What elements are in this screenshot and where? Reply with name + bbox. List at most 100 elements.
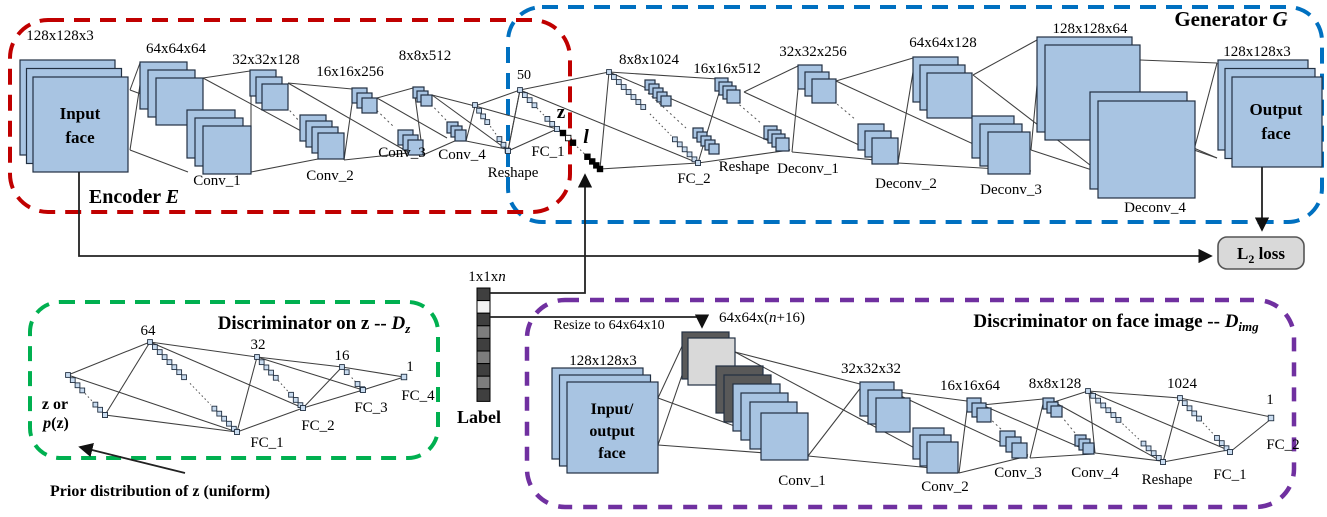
connection-line (129, 149, 189, 173)
l-vector-label: l (583, 126, 589, 148)
connection-line (302, 389, 364, 409)
generator-deconv1-upper-stack (797, 64, 837, 104)
node-square (686, 151, 693, 158)
dimg-reshape-vector (1085, 388, 1166, 465)
connection-line (897, 59, 916, 164)
layer-box (454, 129, 467, 142)
dimg-conv2-lower-stack (912, 427, 959, 474)
generator-1024-vector (606, 69, 701, 166)
generator-deconv2-lower-stack (971, 115, 1031, 175)
node-square (161, 354, 168, 360)
encoder-box (8, 18, 572, 214)
generator-title: Generator G (1174, 7, 1287, 31)
connection-line (599, 71, 610, 170)
node-square (500, 141, 507, 148)
dimg-conv4-lower-stack (1074, 434, 1095, 455)
dz-fc3-label: FC_3 (354, 400, 387, 416)
dz-input-label-line1: z or (42, 396, 68, 413)
dimg-resize-label: Resize to 64x64x10 (553, 318, 664, 333)
node-square (221, 415, 227, 422)
node-square (343, 369, 350, 376)
generator-output-face-stack (1217, 59, 1323, 168)
generator-deconv4-label: Deconv_4 (1124, 200, 1186, 216)
layer-box (361, 97, 378, 114)
dimg-1024-vector (1177, 395, 1233, 455)
connection-line (302, 366, 343, 409)
node-square (176, 369, 183, 376)
node-square (691, 156, 698, 163)
node-square (625, 89, 632, 95)
dimg-concat-dim-label: 64x64x(n+16) (719, 310, 805, 326)
node-square (74, 382, 81, 389)
connection-line (422, 139, 458, 156)
encoder-conv3-upper-stack (351, 87, 378, 114)
node-square (526, 97, 533, 104)
generator-deconv3-dim-label: 128x128x64 (1053, 21, 1129, 37)
label-cell (476, 312, 491, 327)
label-cell (476, 300, 491, 314)
connection-line (149, 341, 258, 358)
node-square (268, 369, 274, 376)
connection-line (236, 356, 258, 433)
z-dim-label: 50 (517, 68, 531, 83)
node-square (288, 391, 294, 398)
node-square (1196, 415, 1202, 422)
layer-box (926, 72, 973, 119)
layer-box (871, 137, 899, 165)
encoder-conv4-lower-stack (446, 121, 467, 142)
connection-line (958, 455, 1029, 474)
dotted-line (351, 377, 358, 384)
layer-box (987, 131, 1031, 175)
node-square (1150, 450, 1157, 457)
label-label: Label (457, 407, 501, 427)
encoder-z-vector (517, 87, 560, 132)
node-square (517, 87, 523, 93)
node-square (1214, 435, 1220, 441)
dimg-conv4-label: Conv_4 (1071, 465, 1119, 481)
connection-line (889, 390, 968, 402)
layer-box (811, 78, 837, 104)
connection-line (1179, 397, 1272, 418)
encoder-conv2-lower-stack (299, 114, 345, 160)
dz-input-label-line2: p(z) (41, 415, 69, 432)
node-square (354, 381, 361, 387)
prior-distribution-label: Prior distribution of z (uniform) (50, 483, 270, 500)
connection-line (474, 105, 558, 130)
node-square (593, 162, 600, 169)
discriminator-z-title: Discriminator on z -- Dz (218, 313, 412, 336)
connection-line (1053, 390, 1089, 403)
node-square (564, 134, 572, 142)
node-square (584, 153, 591, 160)
connection-line (1094, 452, 1162, 462)
connection-line (256, 356, 343, 368)
discriminator-z-box (28, 300, 440, 460)
discriminator-img-connections (657, 341, 1272, 474)
connection-line (507, 89, 521, 151)
connection-line (236, 407, 304, 433)
connection-line (1087, 390, 1181, 399)
node-square (65, 372, 71, 378)
node-square (1218, 440, 1225, 446)
label-cell (476, 337, 491, 352)
connection-line (697, 82, 723, 164)
connection-line (104, 414, 238, 433)
input-to-l2loss-arrow (78, 172, 1213, 264)
discriminator-img-title: Discriminator on face image -- Dimg (973, 311, 1259, 334)
dz-fc2-label: FC_2 (301, 418, 334, 434)
label-to-l-arrow (490, 173, 593, 294)
node-square (69, 377, 76, 383)
dimg-input-dim-label: 128x128x3 (569, 353, 637, 369)
dimg-conv2-dim-label: 32x32x32 (841, 361, 901, 377)
node-square (216, 410, 223, 417)
node-square (156, 349, 163, 355)
layer-box (1097, 100, 1196, 199)
node-square (1186, 405, 1193, 412)
dimg-face-label-line1: Input/ (591, 401, 634, 418)
dimg-fc2-label: FC_2 (1266, 437, 1299, 453)
dz-fc1-label: FC_1 (250, 435, 283, 451)
node-square (1223, 445, 1230, 452)
connection-line (599, 162, 699, 170)
label-dim-label: 1x1xn (468, 269, 506, 285)
connection-line (743, 65, 799, 93)
node-square (226, 420, 232, 427)
